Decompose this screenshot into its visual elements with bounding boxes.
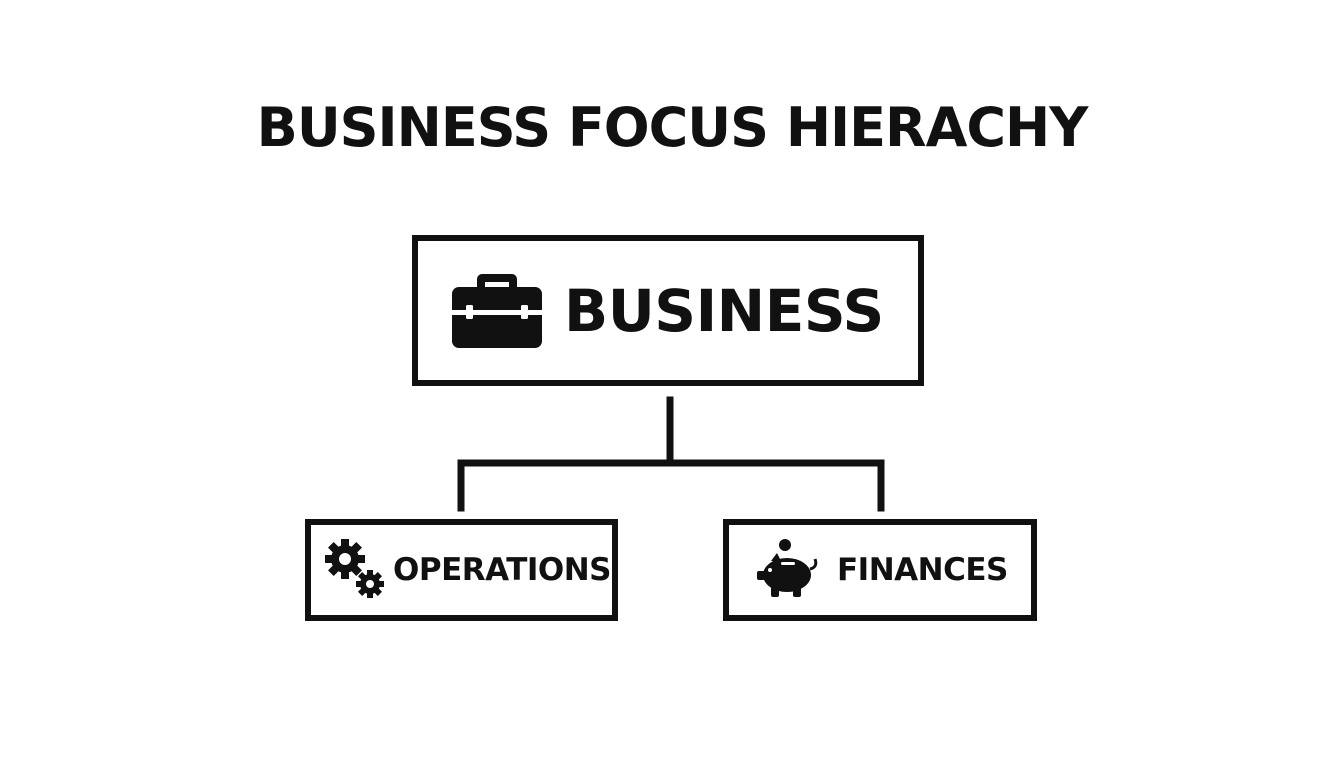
briefcase-icon xyxy=(452,272,542,350)
child-node-finances: FINANCES xyxy=(723,519,1037,621)
operations-label: OPERATIONS xyxy=(393,552,612,588)
piggy-bank-icon xyxy=(755,539,819,601)
root-node-label: BUSINESS xyxy=(564,276,884,345)
gears-icon xyxy=(325,539,387,601)
diagram-title: BUSINESS FOCUS HIERACHY xyxy=(256,96,1089,159)
root-node-business: BUSINESS xyxy=(412,235,924,386)
finances-label: FINANCES xyxy=(837,552,1008,588)
child-node-operations: OPERATIONS xyxy=(305,519,618,621)
